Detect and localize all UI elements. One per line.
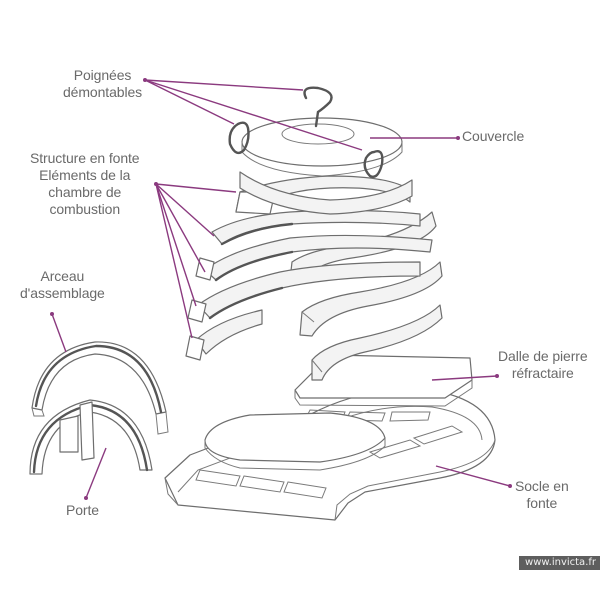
label-structure-line4: combustion: [49, 201, 121, 217]
label-poignees: Poignées démontables: [63, 67, 142, 101]
label-structure-line2: Eléments de la: [39, 167, 131, 183]
label-socle-line2: fonte: [526, 495, 558, 511]
label-socle: Socle en fonte: [515, 478, 569, 512]
label-poignees-line1: Poignées: [73, 67, 132, 83]
refractory-stone-slab: [294, 354, 473, 407]
label-dalle-line1: Dalle de pierre: [498, 348, 588, 364]
label-structure-line3: chambre de: [48, 184, 122, 200]
label-couvercle: Couvercle: [462, 128, 524, 145]
base-hearth-slab: [204, 412, 386, 471]
door: [29, 399, 153, 475]
chamber-side-pieces: [185, 209, 433, 361]
watermark: www.invicta.fr: [519, 556, 600, 570]
label-socle-line1: Socle en: [515, 478, 569, 494]
lid: [239, 117, 413, 215]
label-structure-line1: Structure en fonte: [30, 150, 140, 166]
label-arceau-line1: Arceau: [40, 268, 85, 284]
label-couvercle-text: Couvercle: [462, 128, 525, 144]
removable-handles: [228, 86, 384, 178]
label-porte: Porte: [66, 502, 99, 519]
label-porte-text: Porte: [66, 502, 99, 518]
label-arceau: Arceau d'assemblage: [20, 268, 105, 302]
label-structure: Structure en fonte Eléments de la chambr…: [30, 150, 140, 218]
label-dalle: Dalle de pierre réfractaire: [498, 348, 588, 382]
label-poignees-line2: démontables: [63, 84, 143, 100]
label-arceau-line2: d'assemblage: [20, 285, 105, 301]
leader-lines: [50, 78, 512, 500]
label-dalle-line2: réfractaire: [511, 365, 574, 381]
